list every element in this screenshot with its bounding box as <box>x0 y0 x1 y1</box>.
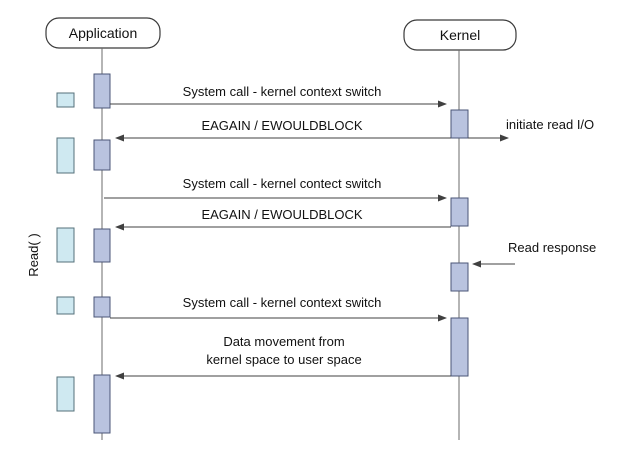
side-box-4 <box>56 296 75 315</box>
side-box-2 <box>56 137 75 174</box>
side-box-5 <box>56 376 75 412</box>
message-eagain-1-label: EAGAIN / EWOULDBLOCK <box>201 118 362 133</box>
application-activation-4 <box>93 296 111 318</box>
side-box-3 <box>56 227 75 263</box>
message-syscall-2-label: System call - kernel contect switch <box>183 176 382 191</box>
kernel-actor-box <box>403 19 517 51</box>
application-activation-2 <box>93 139 111 171</box>
kernel-activation-1 <box>450 109 469 139</box>
message-data-movement-label-line1: Data movement from <box>223 334 344 349</box>
message-data-movement-label-line2: kernel space to user space <box>206 352 361 367</box>
read-response-label: Read response <box>508 240 596 255</box>
application-actor-label: Application <box>69 25 138 41</box>
application-activation-5 <box>93 374 111 434</box>
kernel-activation-3 <box>450 262 469 292</box>
side-box-1 <box>56 92 75 108</box>
message-syscall-1-label: System call - kernel context switch <box>183 84 382 99</box>
initiate-read-label: initiate read I/O <box>506 117 594 132</box>
kernel-activation-2 <box>450 197 469 227</box>
read-call-label: Read( ) <box>26 233 41 276</box>
message-syscall-3-label: System call - kernel context switch <box>183 295 382 310</box>
application-actor-box <box>45 17 161 49</box>
kernel-actor-label: Kernel <box>440 27 480 43</box>
application-activation-3 <box>93 228 111 263</box>
message-eagain-2-label: EAGAIN / EWOULDBLOCK <box>201 207 362 222</box>
kernel-activation-4 <box>450 317 469 377</box>
application-activation-1 <box>93 73 111 109</box>
